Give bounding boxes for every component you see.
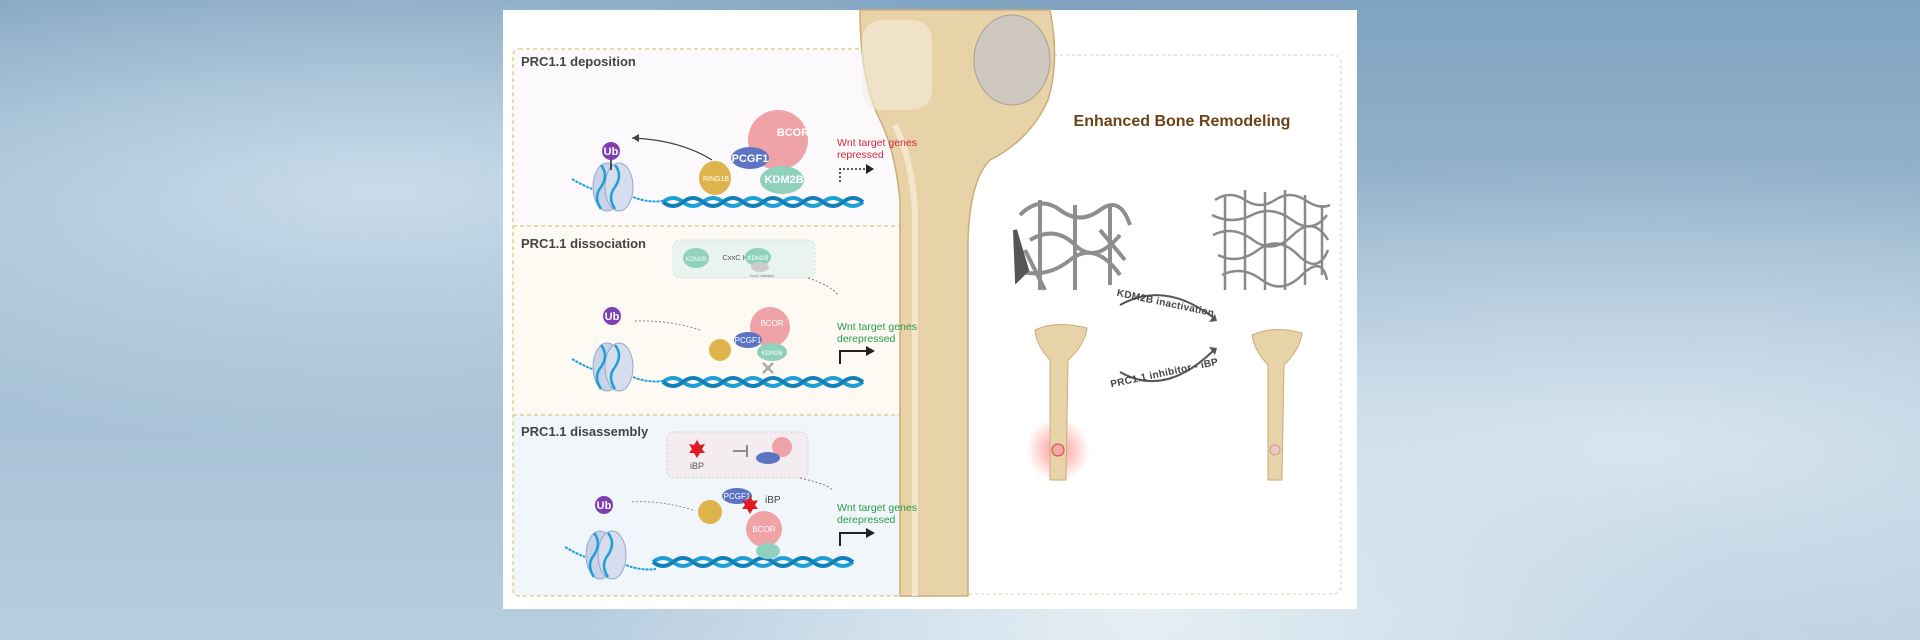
wnt-status-line2: repressed bbox=[837, 149, 884, 161]
section-title-deposition: PRC1.1 deposition bbox=[521, 54, 636, 69]
femur-illustration bbox=[859, 9, 1056, 597]
active-transcription-arrow bbox=[839, 532, 866, 546]
ub-marker bbox=[603, 307, 621, 325]
repressed-transcription-arrow bbox=[839, 168, 866, 182]
pcgf1-label: PCGF1 bbox=[732, 153, 769, 165]
pcgf1-label: PCGF1 bbox=[735, 336, 762, 345]
cxxc-deletion-label: CxxC deletion bbox=[750, 273, 775, 278]
pcgf1-label: PCGF1 bbox=[724, 492, 751, 501]
ub-label: Ub bbox=[604, 146, 619, 158]
section-title-disassembly: PRC1.1 disassembly bbox=[521, 424, 649, 439]
wnt-status-line2: derepressed bbox=[837, 514, 896, 526]
bone-healed-after bbox=[1251, 329, 1303, 481]
bcor-label: BCOR bbox=[760, 319, 783, 328]
ibp-inset-label: iBP bbox=[690, 461, 704, 471]
bcor-label: BCOR bbox=[752, 525, 775, 534]
ibp-star-icon bbox=[742, 496, 758, 514]
ring1b-label: RING1B bbox=[703, 176, 729, 183]
wnt-status-line1: Wnt target genes bbox=[837, 321, 917, 333]
active-transcription-arrow bbox=[839, 350, 866, 364]
trabecular-bone-dense bbox=[1211, 190, 1331, 290]
wnt-status-line1: Wnt target genes bbox=[837, 137, 917, 149]
inhibition-symbol bbox=[733, 445, 748, 457]
inset-kdm2b-label: KDM2B bbox=[686, 257, 707, 263]
kdm2b-label: KDM2B bbox=[762, 351, 783, 357]
cxxc-ko-label: CxxC KO bbox=[722, 253, 753, 262]
ibp-star-icon bbox=[689, 440, 705, 458]
bcor-label: BCOR bbox=[777, 127, 809, 139]
ring1b-protein bbox=[699, 161, 731, 195]
section-title-dissociation: PRC1.1 dissociation bbox=[521, 236, 646, 251]
prc11-inhibitor-arrow bbox=[1119, 349, 1215, 383]
wnt-status-line1: Wnt target genes bbox=[837, 502, 917, 514]
trabecular-bone-sparse bbox=[1013, 200, 1132, 291]
wnt-status-line2: derepressed bbox=[837, 333, 896, 345]
right-panel-title: Enhanced Bone Remodeling bbox=[1074, 113, 1291, 130]
no-binding-x-icon bbox=[762, 362, 774, 374]
inset-kdm2b-mut-label: KDM2B bbox=[748, 256, 769, 262]
ibp-label: iBP bbox=[765, 495, 781, 506]
kdm2b-label: KDM2B bbox=[764, 174, 803, 186]
ub-label: Ub bbox=[597, 500, 612, 512]
ub-marker bbox=[602, 142, 620, 160]
bone-fracture-before bbox=[1026, 324, 1090, 482]
cxxc-ko-inset bbox=[672, 239, 816, 279]
pcgf1-protein bbox=[731, 147, 769, 169]
kdm2b-protein bbox=[760, 166, 804, 194]
ub-marker bbox=[595, 496, 613, 514]
kdm2b-inactivation-arrow bbox=[1119, 294, 1215, 319]
right-dashed-frame bbox=[937, 54, 1342, 595]
ub-label: Ub bbox=[605, 311, 620, 323]
